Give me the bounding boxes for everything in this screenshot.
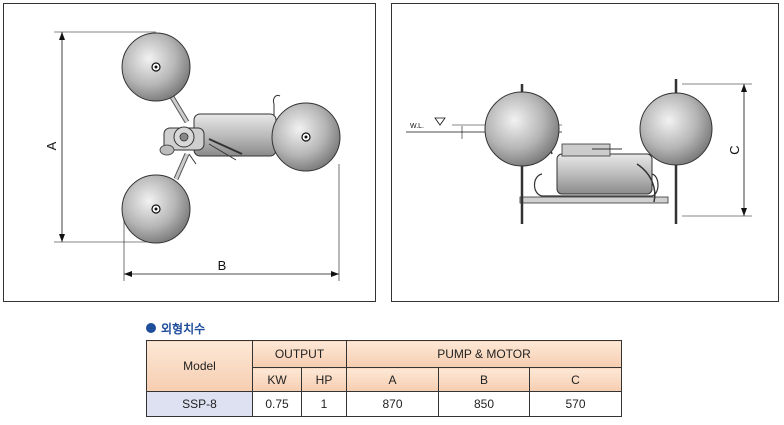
top-view-drawing: A B — [3, 3, 376, 302]
cell-a: 870 — [346, 391, 439, 417]
header-pump-motor: PUMP & MOTOR — [345, 340, 623, 368]
header-c: C — [528, 367, 623, 392]
dimension-b-label: B — [218, 258, 227, 273]
cell-model: SSP-8 — [146, 391, 253, 417]
water-level-label: W.L. — [410, 123, 424, 130]
float-bottom — [121, 174, 191, 244]
pump-motor-body — [159, 95, 281, 165]
pump-motor-body-side — [533, 136, 659, 203]
header-model: Model — [146, 340, 253, 392]
float-right — [271, 102, 341, 172]
cell-b: 850 — [438, 391, 530, 417]
bullet-icon — [146, 323, 156, 333]
header-hp: HP — [301, 367, 347, 392]
side-view-drawing: W.L. C — [391, 3, 779, 302]
float-right-side — [639, 92, 713, 166]
header-output: OUTPUT — [252, 340, 347, 368]
dimension-a-label: A — [44, 141, 59, 150]
dimension-a: A — [44, 31, 156, 243]
section-title: 외형치수 — [161, 321, 206, 336]
dimensions-table: Model OUTPUT PUMP & MOTOR KW HP A B C SS… — [146, 340, 623, 417]
dimension-c-label: C — [727, 145, 742, 154]
header-b: B — [438, 367, 530, 392]
section-heading: 외형치수 — [146, 320, 205, 336]
float-left-side — [484, 91, 560, 167]
header-kw: KW — [252, 367, 302, 392]
float-top — [121, 32, 191, 102]
dimension-c: C — [682, 83, 752, 217]
header-a: A — [346, 367, 439, 392]
table-row: SSP-8 0.75 1 870 850 570 — [146, 391, 623, 417]
cell-kw: 0.75 — [252, 391, 302, 417]
cell-c: 570 — [528, 391, 623, 417]
cell-hp: 1 — [301, 391, 347, 417]
